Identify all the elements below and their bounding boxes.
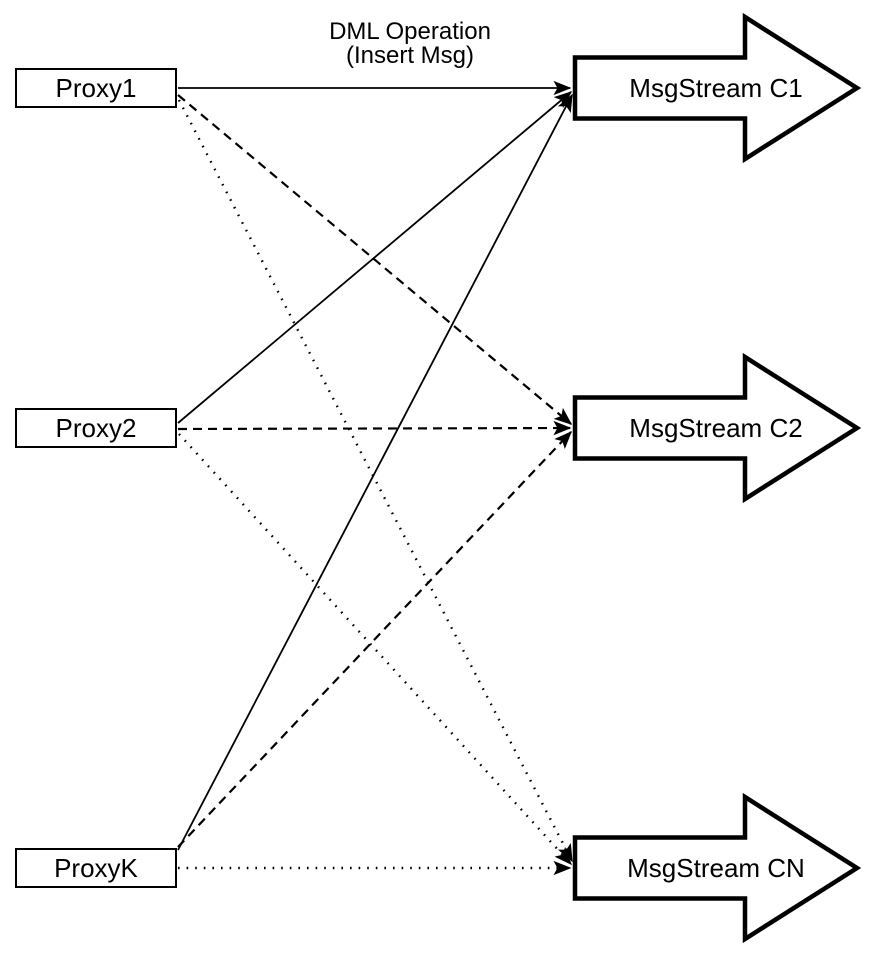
node-proxyk: ProxyK <box>15 848 177 888</box>
node-proxy1: Proxy1 <box>15 68 177 108</box>
node-proxy1-label: Proxy1 <box>55 73 137 103</box>
node-proxyk-label: ProxyK <box>54 853 138 883</box>
node-proxy2: Proxy2 <box>15 408 177 448</box>
diagram-title-line1: DML Operation <box>329 18 491 45</box>
edge-proxyk-to-msgstream-c1 <box>177 93 573 851</box>
edge-proxyk-to-msgstream-c2 <box>177 430 572 848</box>
edge-proxy2-to-msgstream-c1 <box>177 91 573 424</box>
edge-proxy1-to-msgstream-c2 <box>177 94 573 425</box>
node-msgstream-c1-arrow <box>572 12 862 164</box>
edges-group <box>177 80 574 876</box>
edge-proxy1-to-msgstream-cn <box>177 99 574 863</box>
node-proxy2-label: Proxy2 <box>55 413 137 443</box>
edge-proxy2-to-msgstream-c2 <box>177 420 572 436</box>
edge-proxy2-to-msgstream-cn <box>178 433 572 866</box>
stream-arrows-group <box>572 12 862 944</box>
node-msgstream-cn-arrow <box>572 792 862 944</box>
diagram-title-line2: (Insert Msg) <box>345 42 474 69</box>
node-msgstream-c2-arrow <box>572 352 862 504</box>
diagram-title: DML Operation (Insert Msg) <box>280 20 540 68</box>
